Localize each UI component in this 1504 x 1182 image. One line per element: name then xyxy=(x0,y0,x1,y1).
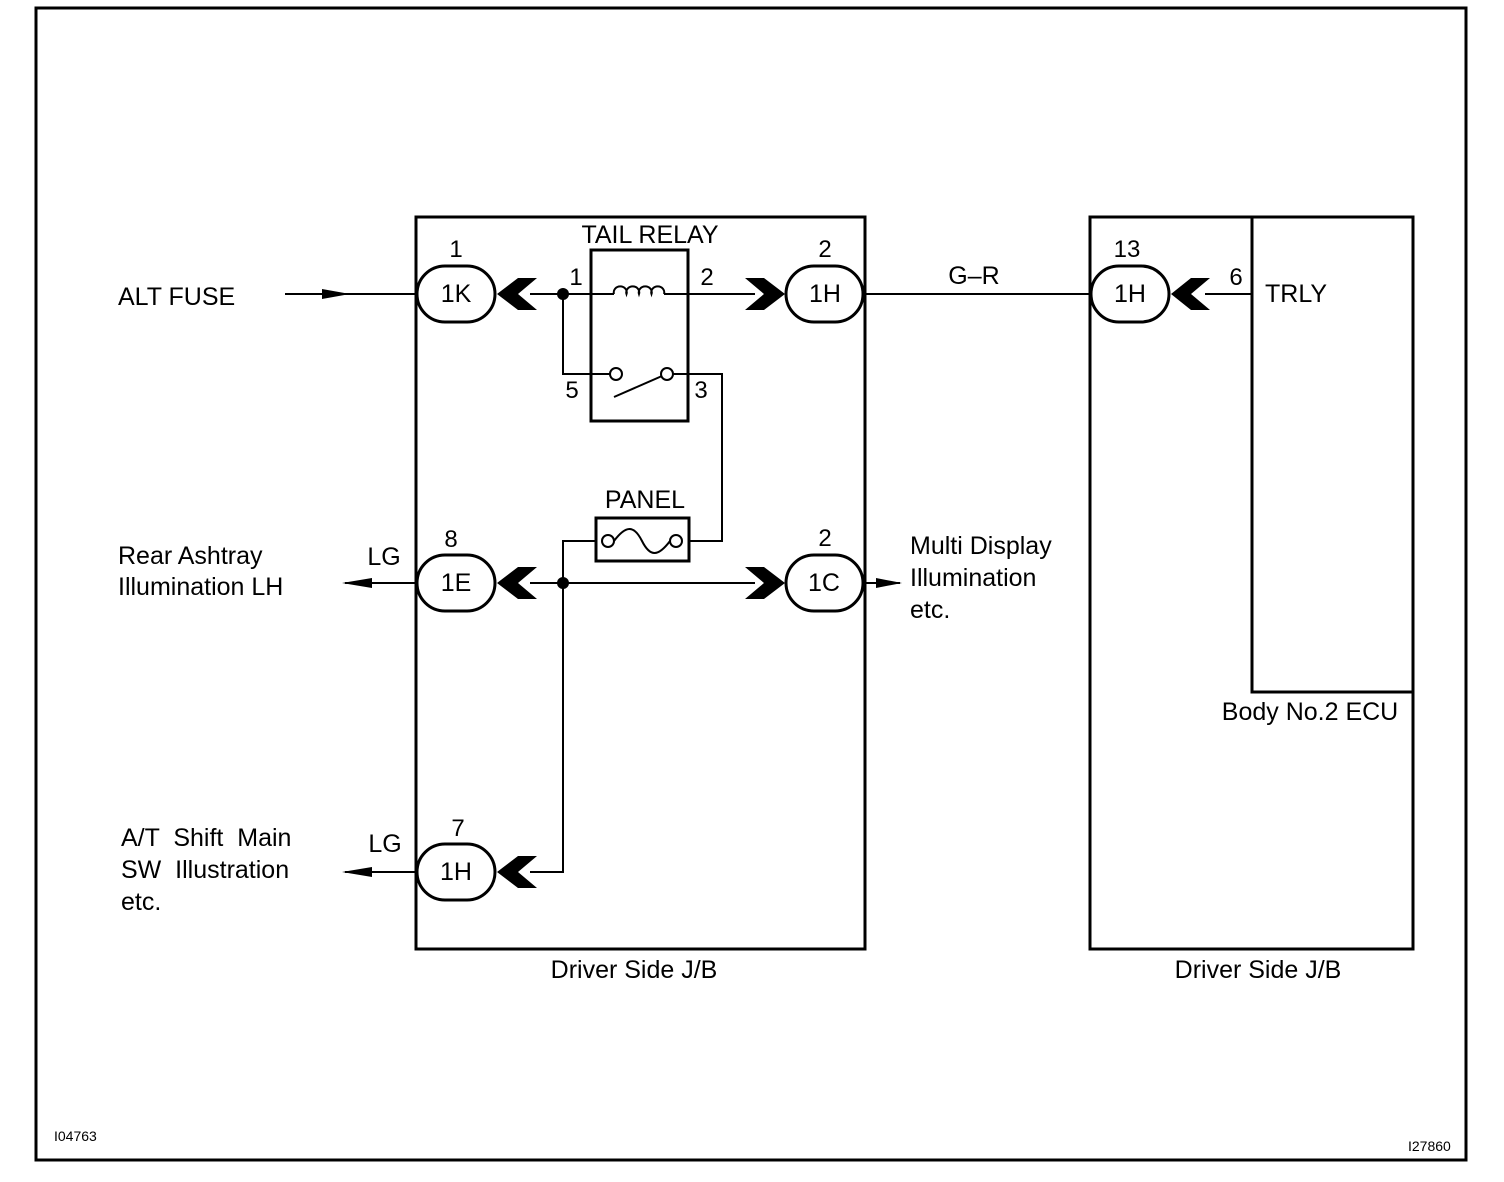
panel-fuse: PANEL xyxy=(594,486,691,563)
connector-1h-relay-code: 1H xyxy=(809,280,841,308)
rear-ashtray-line-1: Rear Ashtray xyxy=(118,542,263,570)
figure-code-right: I27860 xyxy=(1408,1138,1451,1154)
connector-1e: 1E 8 xyxy=(415,526,537,613)
connector-1h-bottom-pin: 7 xyxy=(451,815,464,842)
relay-switch-icon xyxy=(591,367,688,398)
connector-1h-ecu-pin: 13 xyxy=(1114,236,1141,263)
connector-1e-chevron-icon xyxy=(497,567,537,599)
relay-pin-3: 3 xyxy=(694,377,707,404)
connector-1c-code: 1C xyxy=(808,569,840,597)
connector-1c-pin: 2 xyxy=(818,525,831,552)
outer-frame xyxy=(34,6,1468,1162)
multi-display-line-2: Illumination xyxy=(910,564,1036,592)
connector-1h-relay-pin: 2 xyxy=(818,236,831,263)
ecu-label: Body No.2 ECU xyxy=(1222,698,1398,726)
figure-code-left: I04763 xyxy=(54,1128,97,1144)
connector-1h-bottom: 1H 7 xyxy=(415,815,537,902)
wire-g-r-label: G–R xyxy=(948,262,999,290)
connector-1h-relay-chevron-icon xyxy=(745,278,785,310)
multi-display-line-3: etc. xyxy=(910,596,950,624)
body-ecu: Body No.2 ECU TRLY 6 xyxy=(1222,217,1413,726)
connector-1k-code: 1K xyxy=(441,280,472,308)
relay-pin-5: 5 xyxy=(565,377,578,404)
tail-relay-label: TAIL RELAY xyxy=(581,221,718,249)
connector-1c-chevron-icon xyxy=(745,567,785,599)
tail-relay: TAIL RELAY 1 2 5 3 xyxy=(565,221,719,423)
at-shift-line-2: SW Illustration xyxy=(121,856,289,884)
connector-1c: 1C 2 xyxy=(745,525,865,613)
connector-1h-ecu: 1H 13 xyxy=(1089,236,1210,324)
panel-fuse-label: PANEL xyxy=(605,486,685,514)
relay-pin-2: 2 xyxy=(700,264,713,291)
connector-1e-code: 1E xyxy=(441,569,472,597)
right-jb-label: Driver Side J/B xyxy=(1175,956,1342,984)
multi-display-line-1: Multi Display xyxy=(910,532,1052,560)
connector-1h-bottom-chevron-icon xyxy=(497,856,537,888)
relay-pin-1: 1 xyxy=(569,264,582,291)
left-jb-label: Driver Side J/B xyxy=(551,956,718,984)
at-shift-line-3: etc. xyxy=(121,888,161,916)
ecu-terminal-pin: 6 xyxy=(1229,264,1242,291)
connector-1k: 1K 1 xyxy=(415,236,537,324)
wire-lg-bottom-label: LG xyxy=(368,830,401,858)
relay-coil-icon xyxy=(612,285,666,298)
rear-ashtray-line-2: Illumination LH xyxy=(118,573,283,601)
at-shift-arrow-icon xyxy=(342,867,372,877)
alt-fuse-label: ALT FUSE xyxy=(118,283,235,311)
wire-lg-top-label: LG xyxy=(367,543,400,571)
alt-fuse-arrow-icon xyxy=(322,289,350,299)
connector-1h-ecu-code: 1H xyxy=(1114,280,1146,308)
connector-1e-pin: 8 xyxy=(444,526,457,553)
connector-1k-chevron-icon xyxy=(497,278,537,310)
ecu-terminal-name: TRLY xyxy=(1265,280,1327,308)
rear-ashtray-arrow-icon xyxy=(342,578,372,588)
connector-1k-pin: 1 xyxy=(449,236,462,263)
at-shift-line-1: A/T Shift Main xyxy=(121,824,291,852)
connector-1h-bottom-code: 1H xyxy=(440,858,472,886)
connector-1h-ecu-chevron-icon xyxy=(1171,278,1210,310)
multi-display-arrow-icon xyxy=(876,578,902,588)
connector-1h-relay: 1H 2 xyxy=(745,236,865,324)
fuse-icon xyxy=(613,528,671,554)
